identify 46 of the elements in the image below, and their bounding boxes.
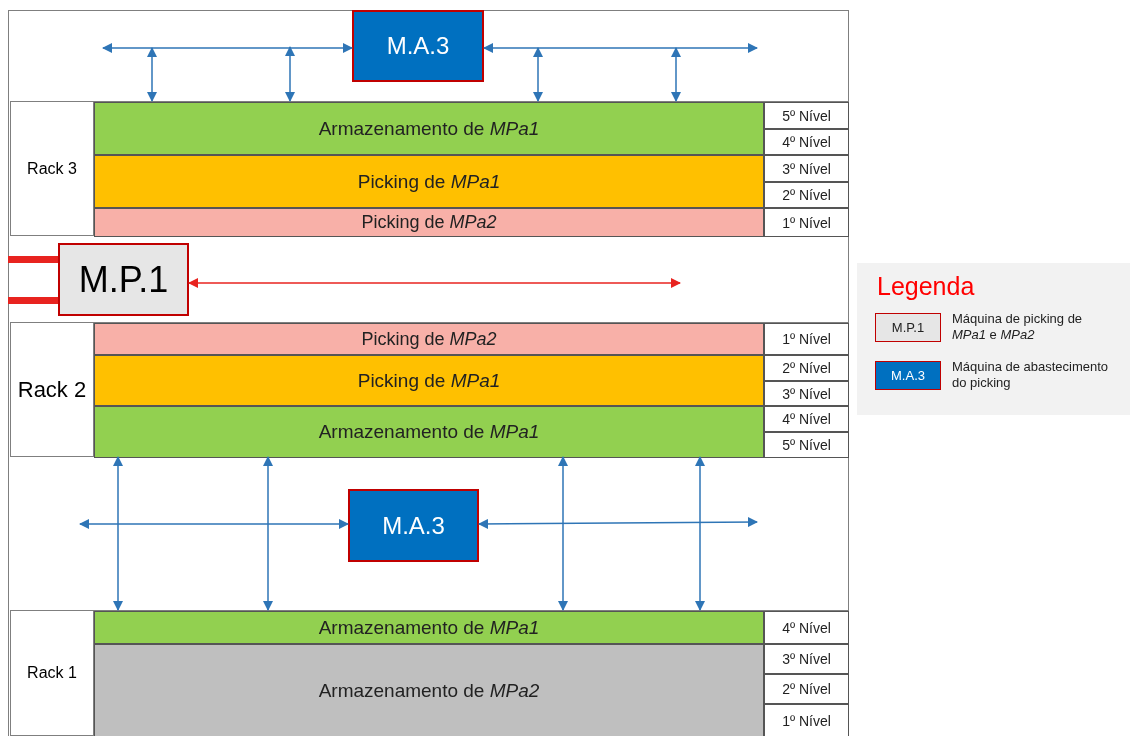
level-cell: 3º Nível [764,381,849,406]
double-arrow [671,47,681,102]
storage-band: Armazenamento de MPa1 [94,102,764,155]
level-cell: 3º Nível [764,155,849,182]
double-arrow [478,517,758,529]
double-arrow [483,43,758,53]
storage-band: Armazenamento de MPa1 [94,611,764,644]
level-cell: 1º Nível [764,208,849,237]
legend-text: Máquina de picking de MPa1 e MPa2 [952,311,1084,343]
level-cell: 2º Nível [764,674,849,704]
double-arrow [263,456,273,611]
double-arrow [79,519,349,529]
storage-band: Armazenamento de MPa1 [94,406,764,458]
level-cell: 4º Nível [764,611,849,644]
legend-swatch: M.A.3 [875,361,941,390]
level-cell: 1º Nível [764,704,849,736]
storage-band: Armazenamento de MPa2 [94,644,764,736]
level-cell: 2º Nível [764,355,849,381]
machine-box: M.A.3 [352,10,484,82]
picking-band: Picking de MPa1 [94,355,764,406]
level-cell: 3º Nível [764,644,849,674]
level-cell: 4º Nível [764,129,849,155]
double-arrow [102,43,353,53]
level-cell: 1º Nível [764,323,849,355]
level-cell: 5º Nível [764,102,849,129]
double-arrow [695,456,705,611]
level-cell: 5º Nível [764,432,849,458]
double-arrow [113,456,123,611]
picking-band: Picking de MPa1 [94,155,764,208]
double-arrow [285,46,295,102]
level-cell: 4º Nível [764,406,849,432]
rack-frame [10,101,848,236]
legend-title: Legenda [877,272,975,301]
machine-box: M.A.3 [348,489,479,562]
rack-frame [10,322,848,457]
machine-box: M.P.1 [58,243,189,316]
picking-band: Picking de MPa2 [94,323,764,355]
double-arrow [147,47,157,102]
double-arrow [558,456,568,611]
level-cell: 2º Nível [764,182,849,208]
rack-frame [10,610,848,736]
legend-swatch: M.P.1 [875,313,941,342]
double-arrow [533,47,543,102]
double-arrow [188,278,681,288]
picking-band: Picking de MPa2 [94,208,764,237]
legend-text: Máquina de abastecimento do picking [952,359,1110,391]
